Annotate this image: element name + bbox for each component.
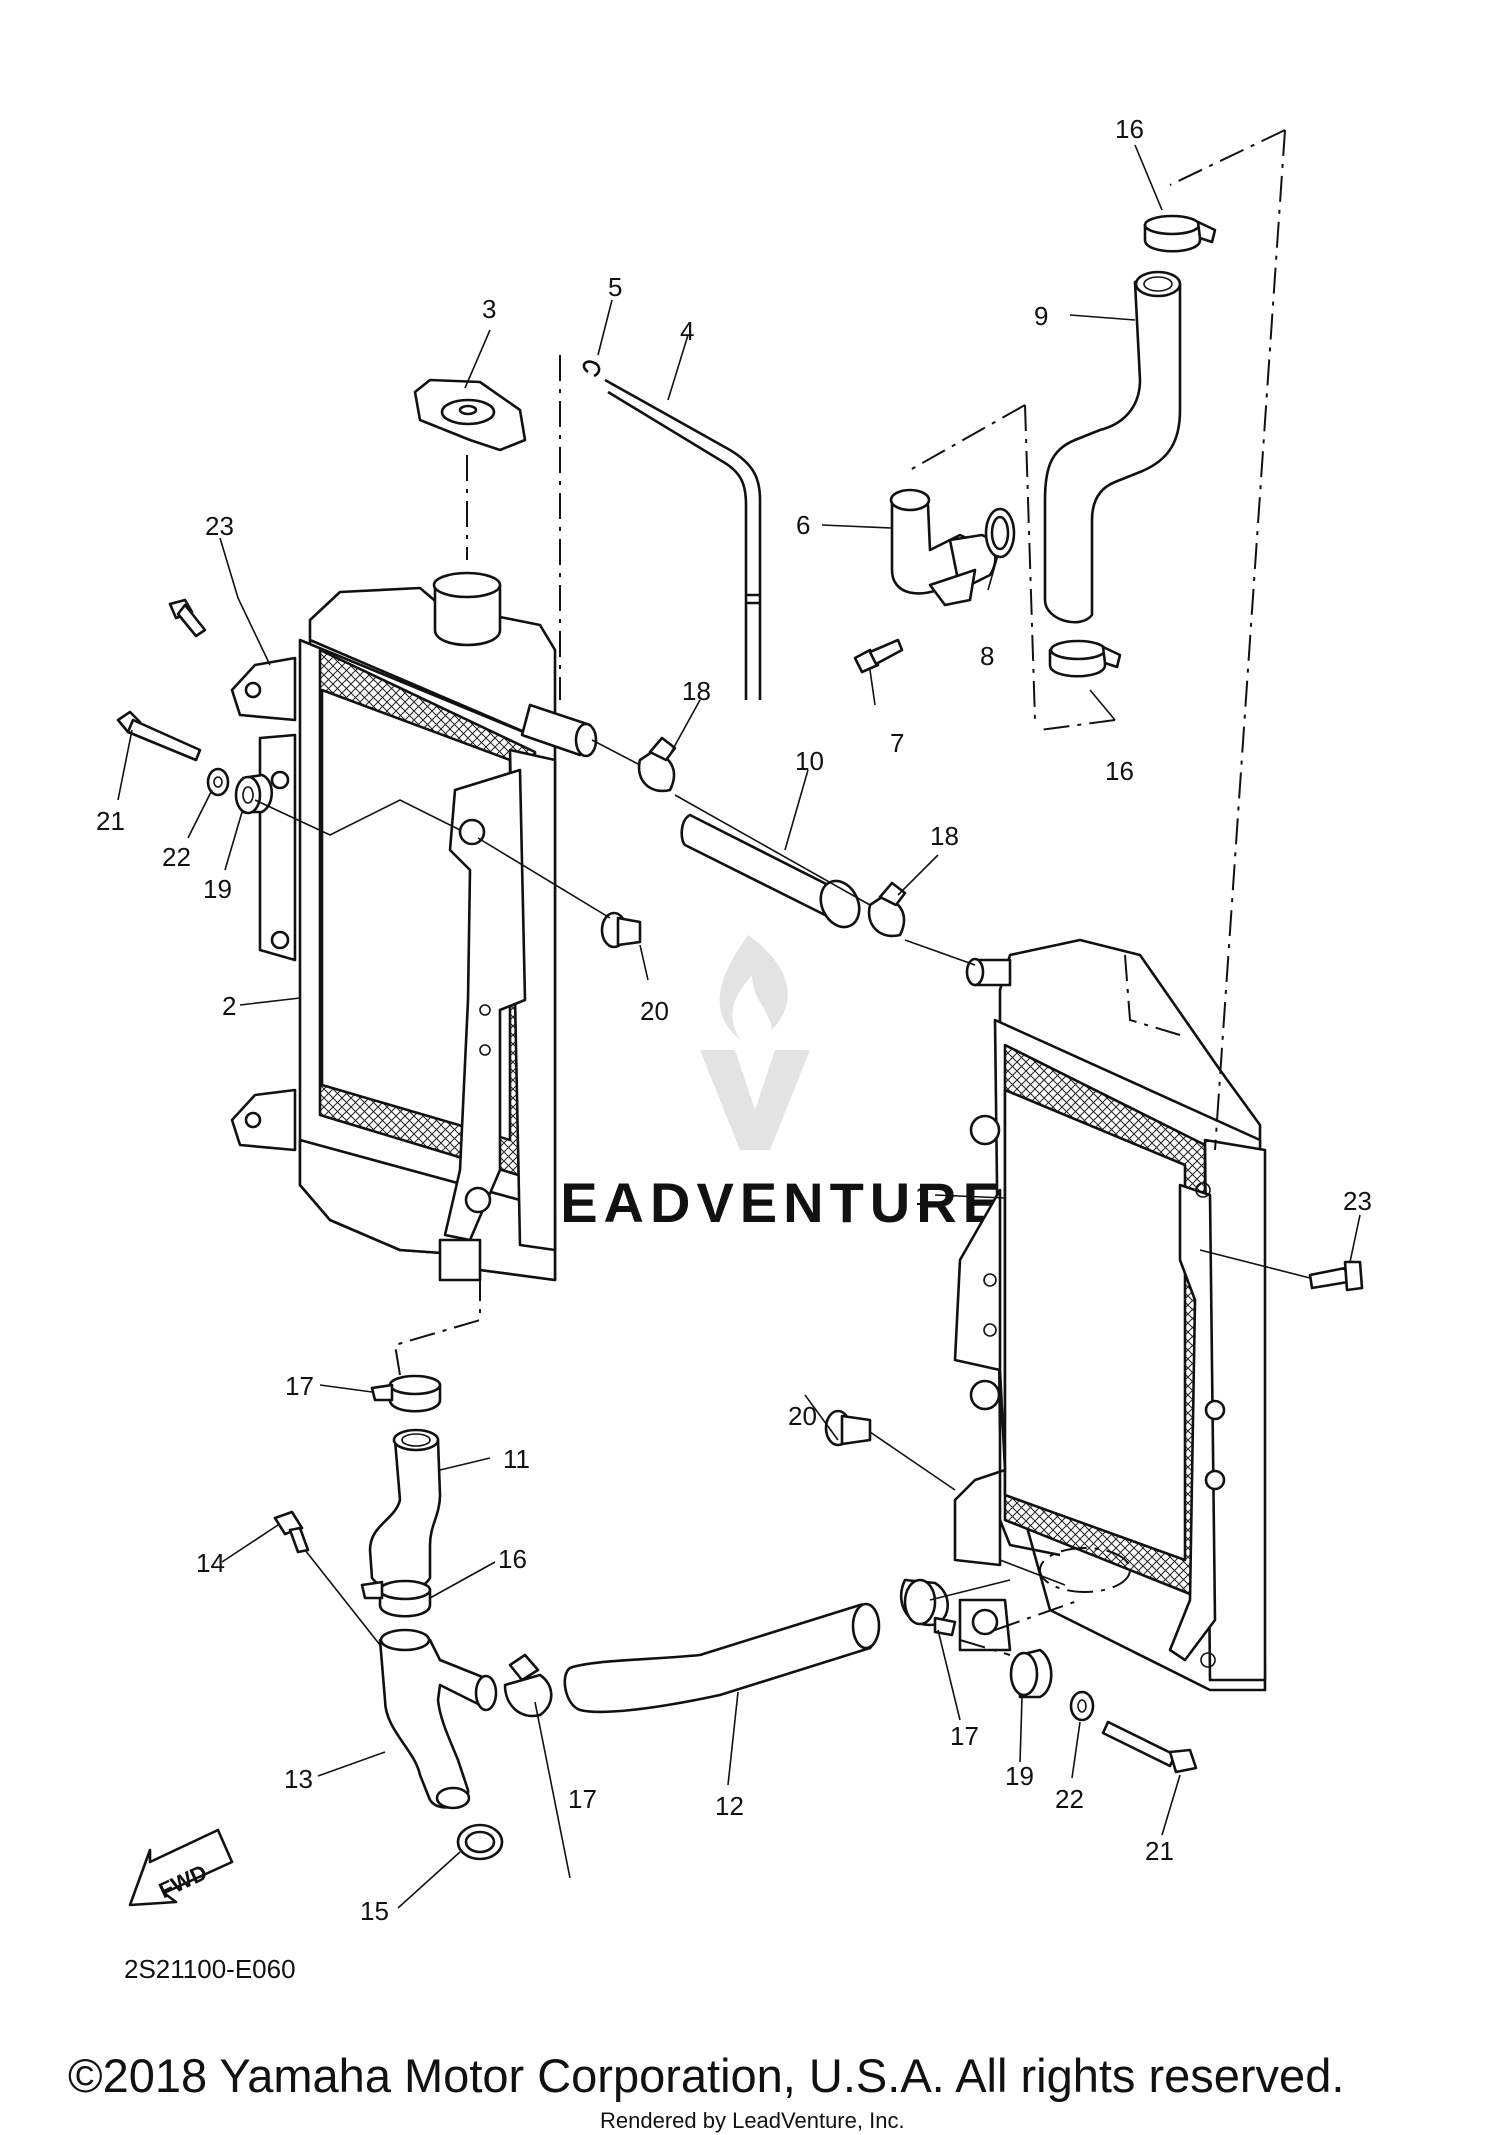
callout-5: 5	[608, 272, 622, 302]
bolt-14	[273, 1510, 310, 1554]
callout-21: 21	[96, 806, 125, 836]
callout-16: 16	[1105, 756, 1134, 786]
hose-clamp-16-mid	[1048, 639, 1122, 678]
grommet-19-left	[234, 773, 274, 815]
callout-12: 12	[715, 1791, 744, 1821]
lower-hose-11	[368, 1428, 442, 1592]
right-radiator	[953, 938, 1267, 1692]
callout-16: 16	[498, 1544, 527, 1574]
bolt-21-left	[116, 710, 202, 762]
washer-22-right	[1069, 1690, 1095, 1722]
callout-11: 11	[503, 1444, 530, 1474]
fwd-arrow-icon: FWD	[128, 1828, 234, 1907]
callout-8: 8	[980, 641, 994, 671]
callout-18: 18	[930, 821, 959, 851]
copyright-text: ©2018 Yamaha Motor Corporation, U.S.A. A…	[68, 2049, 1344, 2102]
hose-clamp-18-a	[637, 736, 677, 793]
callout-17: 17	[568, 1784, 597, 1814]
o-ring-8	[984, 507, 1016, 559]
breather-hose	[604, 378, 762, 700]
callout-7: 7	[890, 728, 904, 758]
callout-16: 16	[1115, 114, 1144, 144]
bolt-21-right	[1101, 1720, 1198, 1774]
callout-2: 2	[222, 991, 236, 1021]
callout-14: 14	[196, 1548, 225, 1578]
lower-hose-12	[563, 1602, 881, 1714]
upper-hose	[1043, 270, 1182, 624]
callout-13: 13	[284, 1764, 313, 1794]
callout-15: 15	[360, 1896, 389, 1926]
callout-10: 10	[795, 746, 824, 776]
collar-20-left	[600, 911, 642, 949]
y-joint-13	[378, 1628, 498, 1810]
callout-20: 20	[788, 1401, 817, 1431]
callout-9: 9	[1034, 301, 1048, 331]
callout-20: 20	[640, 996, 669, 1026]
hose-clamp-18-b	[867, 881, 907, 938]
hose-clamp-17-a	[370, 1374, 442, 1413]
straight-hose	[680, 813, 861, 929]
radiator-cap	[413, 378, 527, 452]
leadventure-watermark: LEADVENTURE	[520, 935, 1006, 1234]
callout-23: 23	[1343, 1186, 1372, 1216]
grommet-19-right	[1009, 1648, 1053, 1699]
callout-17: 17	[285, 1371, 314, 1401]
callout-18: 18	[682, 676, 711, 706]
o-ring-15	[456, 1823, 504, 1861]
callout-22: 22	[1055, 1784, 1084, 1814]
hose-clamp-17-b	[503, 1653, 553, 1718]
hose-joint	[889, 488, 997, 607]
callout-1: 1	[915, 1181, 929, 1211]
callout-19: 19	[203, 874, 232, 904]
bolt-7	[853, 638, 904, 674]
hose-clamp-16-top	[1143, 214, 1217, 253]
breather-clip	[582, 360, 601, 378]
bolt-23-right	[1308, 1260, 1364, 1292]
callout-19: 19	[1005, 1761, 1034, 1791]
collar-20-right	[824, 1409, 872, 1447]
hose-clamp-16-low	[360, 1579, 432, 1618]
washer-22-left	[206, 767, 230, 797]
watermark-text: LEADVENTURE	[520, 1171, 1006, 1234]
callout-22: 22	[162, 842, 191, 872]
rendered-by-text: Rendered by LeadVenture, Inc.	[600, 2108, 905, 2133]
bolt-23-left	[168, 598, 207, 638]
left-radiator	[230, 571, 598, 1282]
callout-6: 6	[796, 510, 810, 540]
leader-lines	[117, 144, 1361, 1909]
hose-clamp-17-c	[899, 1578, 957, 1637]
callout-3: 3	[482, 294, 496, 324]
assembly-lines	[254, 129, 1311, 1656]
callout-21: 21	[1145, 1836, 1174, 1866]
callout-17: 17	[950, 1721, 979, 1751]
callout-23: 23	[205, 511, 234, 541]
callout-numbers: 16 9 5 3 4 6 8 23 7 16 18 10 21 22 19 18…	[96, 114, 1372, 1926]
callout-4: 4	[680, 316, 694, 346]
diagram-code: 2S21100-E060	[124, 1954, 296, 1984]
